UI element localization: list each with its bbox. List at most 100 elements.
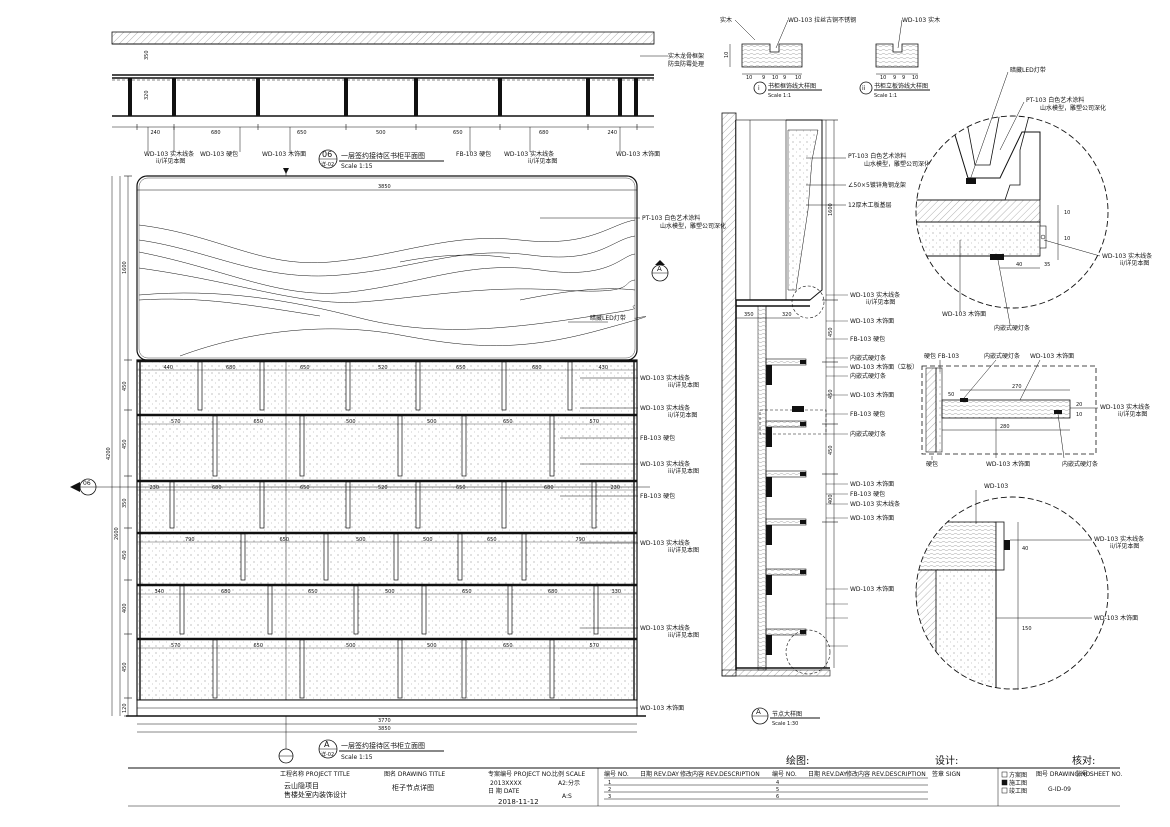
c2-dim-0: 50 xyxy=(948,392,954,398)
shelf-dim-value: 230 xyxy=(611,485,621,491)
node-dim-value: 1600 xyxy=(828,203,834,216)
shelf-divider xyxy=(461,415,467,477)
elev-left-dim-value: 1600 xyxy=(122,261,128,274)
shelf-divider xyxy=(421,585,427,635)
tb-check: 核对: xyxy=(1072,754,1095,767)
node-label-art: PT-103 白色艺术涂料 xyxy=(848,152,906,160)
elev-right-callouts: WD-103 实木线条 iii/详见本图 WD-103 实木线条 ii/详见本图… xyxy=(560,374,699,712)
title-block: 绘图: 设计: 核对: 工程名称 PROJECT TITLE 云山隐项目 售楼处… xyxy=(128,754,1122,807)
elev-label-r1b: iii/详见本图 xyxy=(668,381,699,389)
elev-label-r8: WD-103 木饰面 xyxy=(640,704,684,712)
shelf-dim-value: 650 xyxy=(280,537,290,543)
c1-label-line: WD-103 实木线条 xyxy=(1102,252,1152,260)
shelf-dim-value: 570 xyxy=(590,419,600,425)
shelf-dim-value: 570 xyxy=(171,419,181,425)
tb-rev-desc-label2: 修改内容 REV.DESCRIPTION xyxy=(846,770,926,778)
enlarged-detail-1: 10 10 40 35 暗藏LED灯带 PT-103 白色艺术涂料 山水模型，雕… xyxy=(915,66,1152,332)
tb-rev-num-2: 2 xyxy=(608,787,611,793)
node-callout-label: WD-103 木饰面 xyxy=(850,480,894,488)
plan-dim-value: 680 xyxy=(539,130,549,136)
shelf-dim-value: 650 xyxy=(300,485,310,491)
shelf-dim-value: 650 xyxy=(254,419,264,425)
node-shelf-bracket xyxy=(766,525,772,545)
tb-sheet-no-label: 张号 SHEET NO. xyxy=(1076,770,1122,778)
shelf-divider xyxy=(212,415,218,477)
shelf-divider xyxy=(461,639,467,699)
detail-i-dim-2: 10 xyxy=(772,75,778,81)
c3-dim-1: 150 xyxy=(1022,626,1032,632)
node-callout-label: ii/详见本图 xyxy=(866,298,895,306)
elev-left-dim-value: 350 xyxy=(122,498,128,508)
detail-ii-dim-3: 10 xyxy=(912,75,918,81)
shelf-dim-value: 500 xyxy=(346,643,356,649)
detail-i-vdim: 10 xyxy=(724,52,730,58)
shelf-divider xyxy=(397,415,403,477)
shelf-divider xyxy=(591,481,597,529)
tb-project-title-label: 工程名称 PROJECT TITLE xyxy=(280,770,350,778)
node-dim2: 320 xyxy=(782,312,792,318)
shelf-dim-value: 790 xyxy=(576,537,586,543)
shelf-dim-value: 650 xyxy=(503,643,513,649)
node-shelf-bracket xyxy=(766,365,772,385)
plan-post xyxy=(256,78,260,116)
shelf-divider xyxy=(549,415,555,477)
c1-dim-3: 35 xyxy=(1044,262,1050,268)
tb-project-1: 云山隐项目 xyxy=(284,781,319,790)
elev-left-dim-value: 450 xyxy=(122,662,128,672)
plan-title-text: 一层签约接待区书柜平面图 xyxy=(341,151,425,160)
shelf-divider xyxy=(259,481,265,529)
node-callout-label: WD-103 实木线条 xyxy=(850,291,900,299)
detail-i-dim-0: 10 xyxy=(746,75,752,81)
c3-label-line: WD-103 实木线条 xyxy=(1094,535,1144,543)
shelf-dim-value: 500 xyxy=(385,589,395,595)
shelf-divider xyxy=(299,415,305,477)
shelf-divider xyxy=(521,533,527,581)
detail-ii: 10 9 9 10 WD-103 实木 ii 书柜立板饰线大样图 Scale 1… xyxy=(859,16,940,99)
tb-rev-no-label2: 编号 NO. xyxy=(772,770,797,778)
plan-callout-b1: WD-103 硬包 xyxy=(200,150,238,158)
shelf-dim-value: 230 xyxy=(150,485,160,491)
shelf-dim-value: 500 xyxy=(427,643,437,649)
shelf-divider xyxy=(457,533,463,581)
node-callout-label: WD-103 实木线条 xyxy=(850,500,900,508)
node-callout-label: FB-103 硬包 xyxy=(850,335,885,343)
elev-label-art2: 山水模型，雕塑公司深化 xyxy=(660,222,726,230)
node-dim1: 350 xyxy=(744,312,754,318)
elev-left-dim-value: 120 xyxy=(122,703,128,713)
plan-dim-value: 680 xyxy=(211,130,221,136)
node-dim-value: 450 xyxy=(828,389,834,399)
shelf-divider xyxy=(393,533,399,581)
c1-dim-2: 40 xyxy=(1016,262,1022,268)
c2-dim-1: 270 xyxy=(1012,384,1022,390)
section-marker-06-num: 06 xyxy=(83,480,91,487)
shelf-divider xyxy=(507,585,513,635)
tb-drawing-title-label: 图名 DRAWING TITLE xyxy=(384,770,445,778)
tb-project-2: 售楼处室内装饰设计 xyxy=(284,790,347,799)
elev-label-r6b: iii/详见本图 xyxy=(668,546,699,554)
tb-rev-no-label: 编号 NO. xyxy=(604,770,629,778)
c2-label-lineb: ii/详见本图 xyxy=(1118,410,1147,418)
shelf-dim-value: 570 xyxy=(171,643,181,649)
node-callout-label: WD-103 木饰面 xyxy=(850,585,894,593)
c3-dim-0: 40 xyxy=(1022,546,1028,552)
plan-label-treat: 防虫防霉处理 xyxy=(668,60,704,68)
c2-dim-3: 20 xyxy=(1076,402,1082,408)
elev-label-r4b: iii/详见本图 xyxy=(668,467,699,475)
node-callout-label: FB-103 硬包 xyxy=(850,410,885,418)
shelf-divider xyxy=(169,481,175,529)
section-marker-06: 06 xyxy=(70,478,650,496)
node-title-num: A xyxy=(756,708,761,716)
detail-i-title: 书柜框饰线大样图 xyxy=(768,82,816,90)
shelf-dim-value: 570 xyxy=(590,643,600,649)
tb-opt-3: 竣工图 xyxy=(1009,787,1027,795)
c2-dim-2: 280 xyxy=(1000,424,1010,430)
plan-post xyxy=(498,78,502,116)
shelf-dim-value: 650 xyxy=(254,643,264,649)
shelf-divider xyxy=(415,361,421,411)
plan-post xyxy=(414,78,418,116)
node-label-art2: 山水模型，雕塑公司深化 xyxy=(864,160,930,168)
shelf-dim-value: 500 xyxy=(423,537,433,543)
